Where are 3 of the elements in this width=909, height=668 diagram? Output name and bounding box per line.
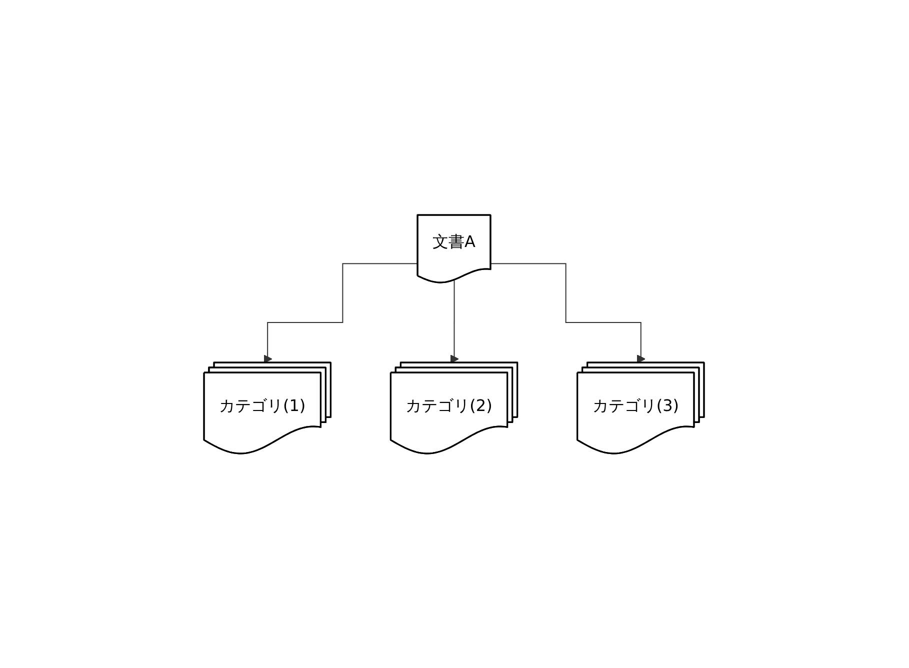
arrow <box>450 279 460 364</box>
arrow <box>490 262 646 364</box>
arrow <box>264 262 420 364</box>
